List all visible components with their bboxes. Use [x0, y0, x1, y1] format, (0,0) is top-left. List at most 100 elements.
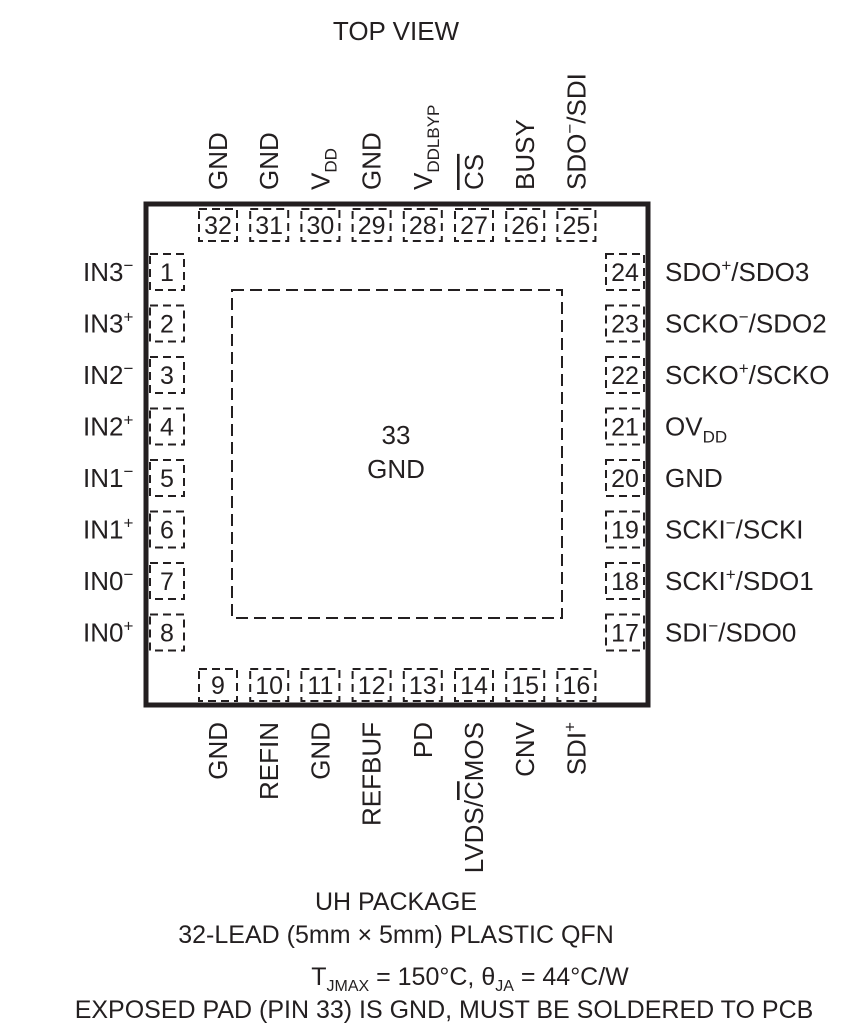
pin-18-label-sckip-sdo1: SCKI+/SDO1: [665, 565, 814, 596]
pin-7-label-in0n: IN0−: [83, 565, 133, 596]
pin-27-pad: [454, 208, 494, 242]
pin-29-number: 29: [358, 212, 386, 240]
pin-21-pad: [605, 407, 645, 446]
pin-2: 2: [149, 304, 185, 343]
package-description: 32-LEAD (5mm × 5mm) PLASTIC QFN: [178, 921, 614, 949]
pin-30-number: 30: [306, 212, 334, 240]
pin-8: 8: [149, 613, 185, 652]
pin-27-label-cs: CS: [459, 154, 489, 190]
pin-25-pad: [556, 208, 597, 242]
pin-layer: 1IN3−2IN3+3IN2−4IN2+5IN1−6IN1+7IN0−8IN0+…: [83, 73, 830, 873]
pin-7-number: 7: [160, 568, 174, 596]
pin-17-pad: [605, 613, 645, 652]
pin-21: 21: [605, 407, 645, 446]
pin-5-number: 5: [160, 465, 174, 493]
footer: UH PACKAGE 32-LEAD (5mm × 5mm) PLASTIC Q…: [75, 888, 814, 1024]
pin-10: 10: [249, 668, 290, 702]
pin-23-pad: [605, 304, 645, 343]
tjmax-subscript: JMAX: [326, 978, 369, 995]
pin-31-label-gnd: GND: [254, 132, 284, 190]
pin-28-label-vddlbyp: VDDLBYP: [408, 105, 443, 190]
pin-3-pad: [149, 356, 185, 394]
pin-15-pad: [505, 668, 546, 702]
pin-28-number: 28: [409, 212, 437, 240]
pin-1-pad: [149, 253, 185, 291]
pin-8-pad: [149, 613, 185, 652]
pin-28-pad: [402, 208, 443, 242]
pin-20-label-gnd: GND: [665, 463, 723, 493]
pin-10-label-refin: REFIN: [254, 722, 284, 800]
pin-29-label-gnd: GND: [357, 132, 387, 190]
tjmax-symbol: T: [311, 963, 326, 991]
pin-26-pad: [505, 208, 546, 242]
pin-18: 18: [605, 562, 645, 600]
pin-6-number: 6: [160, 517, 174, 545]
pin-30-label-vdd: VDD: [305, 148, 340, 190]
pin-12-number: 12: [358, 672, 386, 700]
pin-19: 19: [605, 510, 645, 549]
pin-32-label-gnd: GND: [203, 132, 233, 190]
pin-23-number: 23: [611, 311, 639, 339]
pin-8-label-in0p: IN0+: [83, 617, 133, 648]
pin-3: 3: [149, 356, 185, 394]
theta-symbol: θ: [481, 963, 495, 991]
pin-22-pad: [605, 356, 645, 394]
pin-13-number: 13: [409, 672, 437, 700]
pin-31-number: 31: [255, 212, 283, 240]
pin-1-number: 1: [160, 259, 174, 287]
theta-subscript: JA: [495, 978, 514, 995]
pin-21-number: 21: [611, 414, 639, 442]
pin-17-label-sdin-sdo0: SDI−/SDO0: [665, 617, 796, 648]
pin-32-pad: [198, 208, 238, 242]
pin-24-pad: [605, 253, 645, 291]
pin-12-pad: [351, 668, 392, 702]
pin-14-number: 14: [460, 672, 488, 700]
pin-4-number: 4: [160, 414, 174, 442]
pin-20-number: 20: [611, 465, 639, 493]
pin-22-number: 22: [611, 362, 639, 390]
thermal-spec: TJMAX = 150°C, θJA = 44°C/W: [311, 963, 629, 995]
pin-5-pad: [149, 459, 185, 497]
pin-24-label-sdop-sdo3: SDO+/SDO3: [665, 256, 809, 287]
exposed-pad-number: 33: [382, 420, 411, 450]
pin-26-label-busy: BUSY: [510, 119, 540, 190]
pin-9-pad: [198, 668, 238, 702]
pin-9-label-gnd: GND: [203, 722, 233, 780]
pin-15-label-cnv: CNV: [510, 721, 540, 777]
pin-6: 6: [149, 510, 185, 549]
pin-30: 30: [300, 208, 341, 242]
pin-26: 26: [505, 208, 546, 242]
pin-7-pad: [149, 562, 185, 600]
pin-10-number: 10: [255, 672, 283, 700]
pin-18-pad: [605, 562, 645, 600]
pin-10-pad: [249, 668, 290, 702]
pin-15: 15: [505, 668, 546, 702]
pin-11-label-gnd: GND: [305, 722, 335, 780]
pin-17: 17: [605, 613, 645, 652]
exposed-pad: [231, 289, 563, 619]
pin-5: 5: [149, 459, 185, 497]
pin-17-number: 17: [611, 620, 639, 648]
pin-8-number: 8: [160, 620, 174, 648]
pin-14-label-lvds-cmos: LVDS/CMOS: [459, 722, 489, 873]
pin-11: 11: [300, 668, 341, 702]
pin-1-label-in3n: IN3−: [83, 256, 133, 287]
pin-6-pad: [149, 510, 185, 549]
pin-14: 14: [454, 668, 494, 702]
pin-4-pad: [149, 407, 185, 446]
pin-27: 27: [454, 208, 494, 242]
pin-23-label-sckon-sdo2: SCKO−/SDO2: [665, 308, 827, 339]
pin-16-pad: [556, 668, 597, 702]
pin-22-label-sckop-scko: SCKO+/SCKO: [665, 359, 830, 390]
pin-31: 31: [249, 208, 290, 242]
theta-value: = 44°C/W: [514, 963, 629, 991]
pin-31-pad: [249, 208, 290, 242]
exposed-pad-note: EXPOSED PAD (PIN 33) IS GND, MUST BE SOL…: [75, 996, 814, 1024]
pin-26-number: 26: [511, 212, 539, 240]
pin-2-pad: [149, 304, 185, 343]
pin-19-pad: [605, 510, 645, 549]
pin-30-pad: [300, 208, 341, 242]
pin-19-label-sckin-scki: SCKI−/SCKI: [665, 514, 804, 545]
pin-25-label-sdon-sdi: SDO−/SDI: [560, 73, 591, 190]
